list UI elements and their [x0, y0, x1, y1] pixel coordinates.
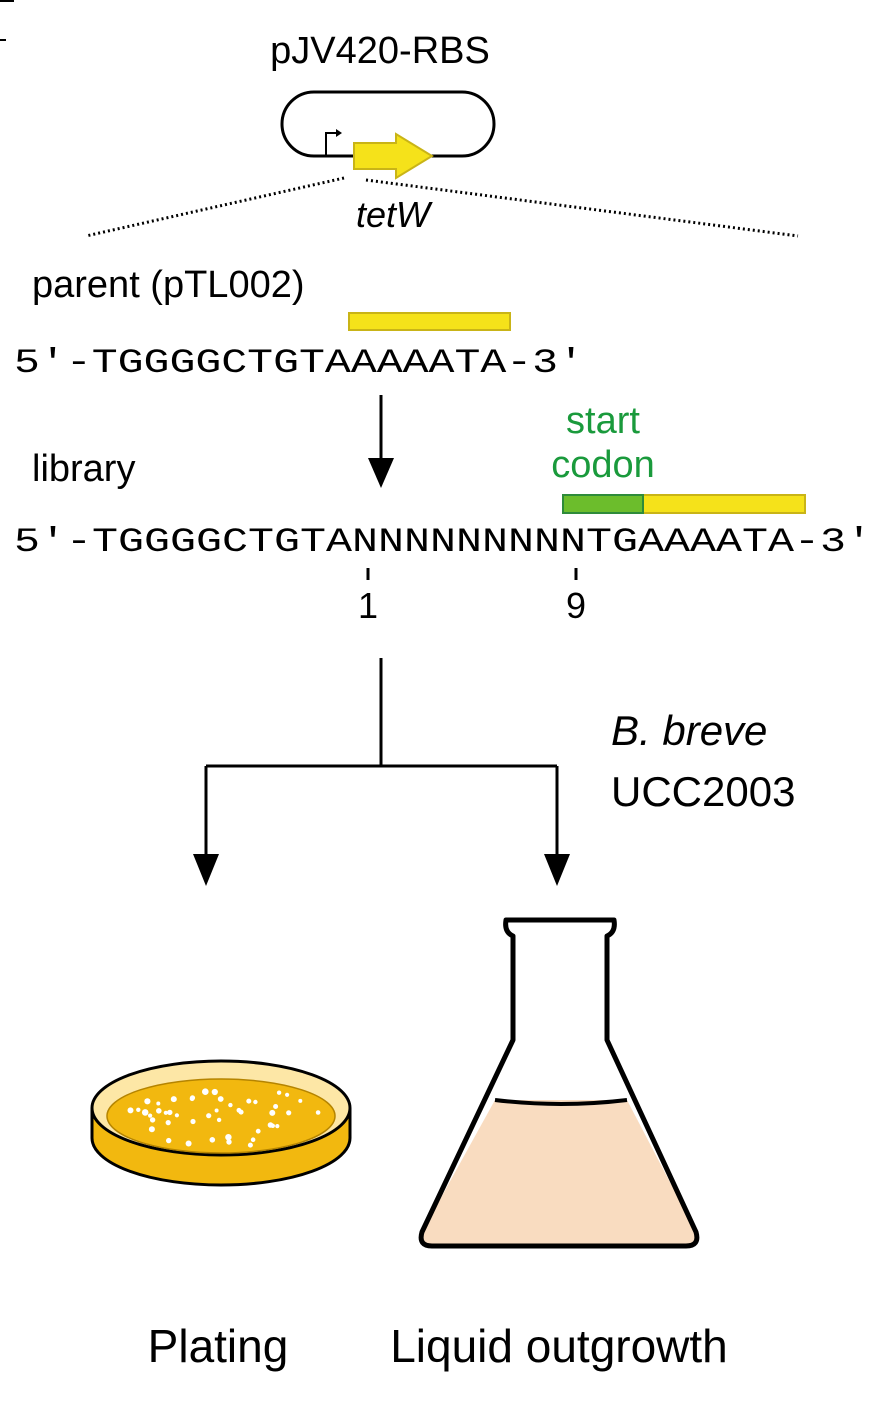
colony-dot — [156, 1101, 161, 1106]
liquid-outgrowth-label: Liquid outgrowth — [390, 1320, 728, 1372]
zoom-line-right — [365, 178, 799, 238]
colony-dot — [286, 1110, 292, 1116]
colony-dot — [148, 1113, 153, 1118]
colony-dot — [246, 1098, 252, 1104]
colony-dot — [216, 1117, 222, 1123]
position-label-end: 9 — [566, 585, 586, 626]
colony-dot — [298, 1098, 303, 1103]
colony-dot — [206, 1113, 212, 1119]
colony-dot — [217, 1096, 224, 1102]
parent-label: parent (pTL002) — [32, 264, 305, 306]
library-label: library — [32, 448, 135, 490]
colony-dot — [315, 1110, 321, 1115]
branch-lines — [204, 658, 559, 862]
gene-arrow-icon — [353, 132, 434, 180]
colony-dot — [185, 1140, 192, 1147]
colony-dot — [174, 1113, 179, 1118]
colony-dot — [255, 1128, 261, 1134]
colony-dot — [285, 1092, 290, 1097]
colony-dot — [226, 1139, 232, 1145]
colony-dot — [253, 1099, 258, 1105]
colony-dot — [170, 1096, 177, 1103]
colony-dot — [228, 1102, 233, 1108]
flask-icon — [418, 917, 700, 1249]
parent-gene-bar — [348, 312, 511, 331]
promoter-icon — [325, 132, 338, 157]
colony-dot — [149, 1117, 156, 1123]
colony-dot — [202, 1088, 209, 1095]
library-gene-bar — [642, 494, 806, 514]
colony-dot — [269, 1109, 276, 1116]
strain-name: UCC2003 — [611, 768, 795, 815]
colony-dot — [189, 1096, 195, 1102]
petri-dish-icon — [90, 1059, 352, 1187]
parent-sequence: 5'-TGGGGCTGTAAAAATA-3' — [14, 345, 584, 383]
plasmid-name: pJV420-RBS — [270, 30, 490, 72]
colony-dot — [144, 1098, 151, 1105]
start-codon-label-line1: start — [566, 400, 640, 442]
colony-dot — [214, 1108, 219, 1113]
arrowhead-liquid-icon — [544, 854, 570, 886]
colony-dot — [267, 1122, 274, 1128]
start-codon-bar — [562, 494, 644, 514]
position-label-start: 1 — [358, 585, 378, 626]
gene-label: tetW — [356, 194, 433, 235]
strain-genus: B. breve — [611, 707, 767, 754]
arrowhead-parent-to-library-icon — [368, 458, 394, 488]
plating-label: Plating — [148, 1320, 289, 1372]
colony-dot — [273, 1104, 279, 1109]
colony-dot — [238, 1109, 244, 1115]
colony-dot — [163, 1110, 168, 1115]
colony-dot — [275, 1124, 280, 1129]
promoter-arrowhead-icon — [336, 129, 342, 137]
colony-dot — [141, 1109, 149, 1116]
colony-dot — [165, 1120, 171, 1126]
colony-dot — [156, 1108, 162, 1114]
start-codon-label-line2: codon — [551, 444, 655, 486]
colony-dot — [225, 1134, 232, 1141]
colony-dot — [247, 1142, 253, 1148]
colony-dot — [148, 1126, 155, 1133]
colony-dot — [190, 1118, 196, 1125]
library-sequence: 5'-TGGGGCTGTANNNNNNNNNTGAAAATA-3' — [14, 524, 872, 562]
colony-dot — [127, 1107, 134, 1114]
colony-dot — [209, 1137, 216, 1143]
colony-dot — [167, 1109, 173, 1116]
arrowhead-plating-icon — [193, 854, 219, 886]
colony-dot — [276, 1090, 282, 1095]
colony-dot — [136, 1107, 141, 1113]
colony-dot — [211, 1088, 218, 1096]
zoom-line-left — [85, 176, 345, 238]
colony-dot — [166, 1137, 172, 1144]
colony-dot — [250, 1137, 256, 1142]
